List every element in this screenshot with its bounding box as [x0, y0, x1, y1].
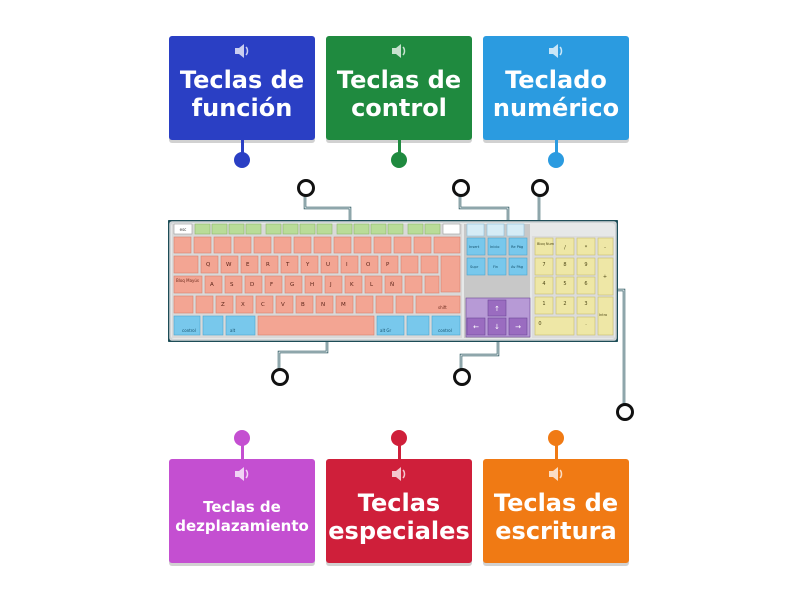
card-pin: [241, 444, 244, 460]
key-bloq-num: Bloq Num: [537, 242, 555, 246]
hotspot-space-bar[interactable]: [271, 368, 289, 386]
num-9-key: 9: [584, 262, 587, 268]
speaker-icon[interactable]: [547, 466, 565, 482]
num-8-key: 8: [563, 262, 566, 268]
key-e: E: [246, 262, 250, 268]
card-label: Teclas de función: [179, 65, 305, 122]
key-q: Q: [206, 262, 211, 268]
key-t: T: [285, 262, 290, 268]
drop-target-dot[interactable]: [391, 152, 407, 168]
key-insert: Insert: [469, 245, 480, 249]
key-a: A: [210, 282, 214, 288]
num-dot-key: .: [585, 321, 587, 327]
num-1-key: 1: [542, 301, 545, 307]
key-k: K: [350, 282, 354, 288]
key-altgr: alt Gr: [380, 328, 392, 333]
num-0-key: 0: [538, 321, 541, 327]
card-pin: [398, 140, 401, 154]
drop-target-dot[interactable]: [548, 430, 564, 446]
speaker-icon[interactable]: [547, 43, 565, 59]
key-control-right: control: [438, 328, 452, 333]
num-plus-key: +: [603, 274, 607, 280]
drop-target-dot[interactable]: [234, 430, 250, 446]
num-6-key: 6: [584, 281, 587, 287]
card-teclas-de-funcion[interactable]: Teclas de función: [169, 36, 315, 140]
card-label: Teclas de escritura: [493, 488, 619, 545]
key-o: O: [366, 262, 371, 268]
speaker-icon[interactable]: [390, 43, 408, 59]
hotspot-numpad-top[interactable]: [531, 179, 549, 197]
num-4-key: 4: [542, 281, 545, 287]
card-label: Teclas de dezplazamiento: [175, 497, 309, 535]
key-v: V: [281, 302, 285, 308]
num-slash-key: /: [564, 245, 566, 251]
key-esc: esc: [180, 227, 187, 232]
arrow-down-key: ↓: [494, 323, 500, 331]
key-f: F: [270, 282, 273, 288]
card-teclas-de-dezplazamiento[interactable]: Teclas de dezplazamiento: [169, 459, 315, 563]
num-3-key: 3: [584, 301, 587, 307]
arrow-left-key: ←: [473, 323, 479, 331]
key-av-pag: Av Pág: [511, 265, 523, 269]
key-inicio: Inicio: [490, 245, 500, 249]
num-2-key: 2: [563, 301, 566, 307]
card-pin: [241, 140, 244, 154]
key-r: R: [266, 262, 270, 268]
num-star-key: *: [585, 245, 588, 251]
key-w: W: [226, 262, 232, 268]
key-alt: alt: [230, 328, 236, 333]
hotspot-numpad-right[interactable]: [616, 403, 634, 421]
card-pin: [398, 444, 401, 460]
key-s: S: [230, 282, 234, 288]
drop-target-dot[interactable]: [548, 152, 564, 168]
keyboard-image: esc: [166, 218, 620, 344]
hotspot-control-keys[interactable]: [452, 179, 470, 197]
card-label: Teclas especiales: [328, 488, 470, 545]
card-label: Teclado numérico: [492, 65, 620, 122]
key-b: B: [301, 302, 305, 308]
key-shift: shift: [438, 305, 447, 310]
hotspot-arrow-keys[interactable]: [453, 368, 471, 386]
card-teclas-de-control[interactable]: Teclas de control: [326, 36, 472, 140]
key-y: Y: [305, 262, 310, 268]
num-minus-key: -: [604, 245, 606, 251]
card-teclado-numerico[interactable]: Teclado numérico: [483, 36, 629, 140]
hotspot-function-keys[interactable]: [297, 179, 315, 197]
drop-target-dot[interactable]: [234, 152, 250, 168]
card-pin: [555, 140, 558, 154]
key-re-pag: Re Pág: [511, 245, 523, 249]
key-supr: Supr: [470, 265, 479, 269]
card-teclas-de-escritura[interactable]: Teclas de escritura: [483, 459, 629, 563]
key-p: P: [386, 262, 390, 268]
drop-target-dot[interactable]: [391, 430, 407, 446]
key-i: I: [346, 262, 348, 268]
num-5-key: 5: [563, 281, 566, 287]
key-z: Z: [221, 302, 225, 308]
card-pin: [555, 444, 558, 460]
card-teclas-especiales[interactable]: Teclas especiales: [326, 459, 472, 563]
speaker-icon[interactable]: [233, 43, 251, 59]
arrow-right-key: →: [515, 323, 521, 331]
num-7-key: 7: [542, 262, 545, 268]
key-n-tilde: Ñ: [390, 281, 394, 288]
key-intro: Intro: [599, 313, 607, 317]
key-m: M: [341, 302, 346, 308]
key-h: H: [310, 282, 314, 288]
key-g: G: [290, 282, 294, 288]
arrow-up-key: ↑: [494, 305, 500, 313]
speaker-icon[interactable]: [390, 466, 408, 482]
key-control-left: control: [182, 328, 196, 333]
key-n: N: [321, 302, 325, 308]
key-j: J: [329, 282, 332, 288]
key-l: L: [370, 282, 374, 288]
key-u: U: [326, 262, 330, 268]
card-label: Teclas de control: [336, 65, 462, 122]
key-c: C: [261, 302, 265, 308]
key-x: X: [241, 302, 245, 308]
key-fin: Fin: [493, 265, 498, 269]
key-d: D: [250, 282, 254, 288]
key-bloq-mayus: Bloq Mayús: [176, 278, 199, 283]
speaker-icon[interactable]: [233, 466, 251, 482]
